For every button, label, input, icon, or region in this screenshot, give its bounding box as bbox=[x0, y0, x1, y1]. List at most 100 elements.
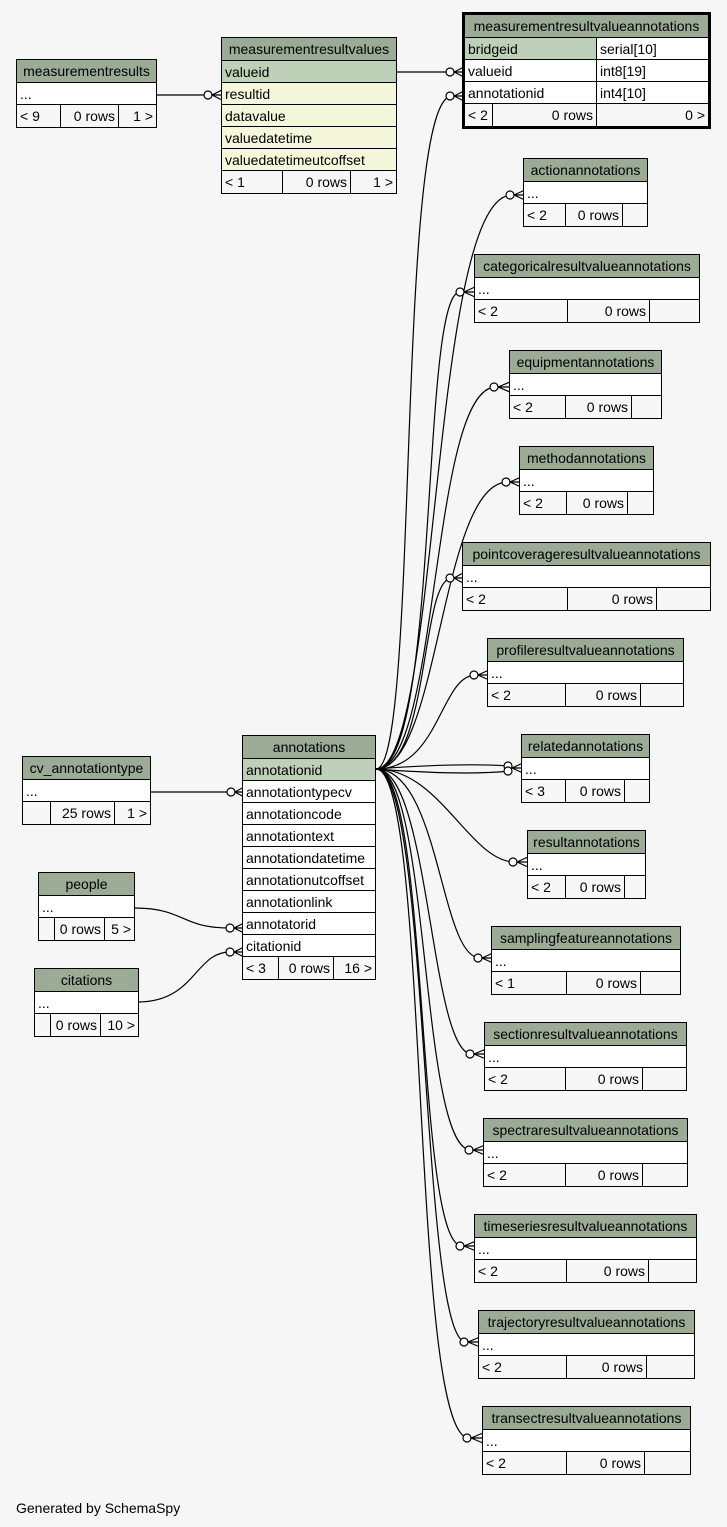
footer-parents bbox=[23, 802, 51, 824]
edge-end-markers bbox=[203, 67, 518, 1443]
column-row: valuedatetimeutcoffset bbox=[222, 149, 396, 171]
table-relatedannotations[interactable]: relatedannotations ... < 3 0 rows bbox=[521, 734, 650, 803]
table-methodannotations[interactable]: methodannotations ... < 2 0 rows bbox=[519, 446, 654, 515]
footer-rows: 0 rows bbox=[566, 1068, 643, 1090]
table-header[interactable]: spectraresultvalueannotations bbox=[484, 1119, 687, 1142]
table-header[interactable]: pointcoverageresultvalueannotations bbox=[463, 543, 710, 566]
table-footer: < 2 0 rows bbox=[520, 492, 653, 514]
table-trajectoryresultvalueannotations[interactable]: trajectoryresultvalueannotations ... < 2… bbox=[478, 1310, 695, 1379]
table-header[interactable]: methodannotations bbox=[520, 447, 653, 470]
column-row: ... bbox=[524, 182, 647, 204]
table-header[interactable]: transectresultvalueannotations bbox=[483, 1407, 690, 1430]
footer-children bbox=[641, 972, 680, 994]
column-row: annotationlink bbox=[243, 891, 375, 913]
footer-rows: 0 rows bbox=[493, 104, 597, 126]
column-row: ... bbox=[528, 854, 645, 876]
table-people[interactable]: people ... 0 rows 5 > bbox=[38, 872, 135, 941]
footer-rows: 0 rows bbox=[567, 1260, 649, 1282]
footer-rows: 0 rows bbox=[567, 972, 641, 994]
footer-parents: < 2 bbox=[520, 492, 567, 514]
table-header[interactable]: profileresultvalueannotations bbox=[488, 639, 683, 662]
column-row: valuedatetime bbox=[222, 127, 396, 149]
table-header[interactable]: annotations bbox=[243, 736, 375, 759]
table-measurementresultvalues[interactable]: measurementresultvalues valueid resultid… bbox=[221, 37, 397, 194]
column-row: ... bbox=[479, 1334, 694, 1356]
table-header[interactable]: timeseriesresultvalueannotations bbox=[475, 1215, 696, 1238]
table-measurementresultvalueannotations[interactable]: measurementresultvalueannotations bridge… bbox=[462, 12, 711, 129]
footer-parents: < 3 bbox=[243, 957, 279, 979]
column-row: ... bbox=[475, 1238, 696, 1260]
table-footer: < 2 0 rows bbox=[510, 396, 661, 418]
footer-rows: 0 rows bbox=[566, 684, 641, 706]
table-footer: < 2 0 rows bbox=[483, 1452, 690, 1474]
column-name: bridgeid bbox=[468, 41, 518, 57]
footer-children: 0 > bbox=[685, 107, 705, 123]
table-header[interactable]: sectionresultvalueannotations bbox=[485, 1023, 686, 1046]
table-footer: < 2 0 rows 0 > bbox=[465, 104, 708, 126]
footer-parents: < 2 bbox=[483, 1452, 567, 1474]
table-footer: < 2 0 rows bbox=[484, 1164, 687, 1186]
table-footer: < 1 0 rows 1 > bbox=[222, 171, 396, 193]
table-samplingfeatureannotations[interactable]: samplingfeatureannotations ... < 1 0 row… bbox=[491, 926, 681, 995]
column-row: annotatorid bbox=[243, 913, 375, 935]
footer-children bbox=[643, 1068, 686, 1090]
column-type: serial[10] bbox=[596, 38, 708, 59]
footer-children bbox=[623, 204, 647, 226]
edge-citations-citationid bbox=[137, 951, 231, 1003]
table-header[interactable]: equipmentannotations bbox=[510, 351, 661, 374]
footer-parents: < 2 bbox=[524, 204, 566, 226]
table-measurementresults[interactable]: measurementresults ... < 9 0 rows 1 > bbox=[16, 59, 157, 128]
column-row: annotationtext bbox=[243, 825, 375, 847]
column-row: ... bbox=[475, 278, 699, 300]
table-header[interactable]: relatedannotations bbox=[522, 735, 649, 758]
table-footer: < 2 0 rows bbox=[488, 684, 683, 706]
table-resultannotations[interactable]: resultannotations ... < 2 0 rows bbox=[527, 830, 646, 899]
table-footer: < 2 0 rows bbox=[475, 1260, 696, 1282]
column-row: valueid bbox=[222, 61, 396, 83]
table-timeseriesresultvalueannotations[interactable]: timeseriesresultvalueannotations ... < 2… bbox=[474, 1214, 697, 1283]
table-pointcoverageresultvalueannotations[interactable]: pointcoverageresultvalueannotations ... … bbox=[462, 542, 711, 611]
footer-children bbox=[647, 1356, 694, 1378]
footer-parents: < 2 bbox=[463, 588, 568, 610]
footer-rows: 0 rows bbox=[566, 1164, 643, 1186]
table-spectraresultvalueannotations[interactable]: spectraresultvalueannotations ... < 2 0 … bbox=[483, 1118, 688, 1187]
table-header[interactable]: measurementresults bbox=[17, 60, 156, 83]
footer-children bbox=[625, 876, 645, 898]
footer-rows: 0 rows bbox=[55, 918, 105, 940]
table-categoricalresultvalueannotations[interactable]: categoricalresultvalueannotations ... < … bbox=[474, 254, 700, 323]
table-header[interactable]: categoricalresultvalueannotations bbox=[475, 255, 699, 278]
footer-rows: 0 rows bbox=[567, 1452, 645, 1474]
table-header[interactable]: people bbox=[39, 873, 134, 896]
table-header[interactable]: samplingfeatureannotations bbox=[492, 927, 680, 950]
table-header[interactable]: trajectoryresultvalueannotations bbox=[479, 1311, 694, 1334]
footer-rows: 0 rows bbox=[566, 876, 625, 898]
table-header[interactable]: resultannotations bbox=[528, 831, 645, 854]
table-annotations[interactable]: annotations annotationid annotationtypec… bbox=[242, 735, 376, 980]
footer-rows: 0 rows bbox=[568, 300, 650, 322]
table-header[interactable]: measurementresultvalues bbox=[222, 38, 396, 61]
column-row: ... bbox=[484, 1142, 687, 1164]
footer-parents: < 3 bbox=[522, 780, 566, 802]
table-sectionresultvalueannotations[interactable]: sectionresultvalueannotations ... < 2 0 … bbox=[484, 1022, 687, 1091]
table-header[interactable]: measurementresultvalueannotations bbox=[465, 15, 708, 38]
table-actionannotations[interactable]: actionannotations ... < 2 0 rows bbox=[523, 158, 648, 227]
footer-parents bbox=[39, 918, 55, 940]
table-equipmentannotations[interactable]: equipmentannotations ... < 2 0 rows bbox=[509, 350, 662, 419]
edge-people-annotatorid bbox=[133, 907, 231, 929]
table-transectresultvalueannotations[interactable]: transectresultvalueannotations ... < 2 0… bbox=[482, 1406, 691, 1475]
column-row: ... bbox=[23, 780, 150, 802]
table-header[interactable]: actionannotations bbox=[524, 159, 647, 182]
column-row: annotationutcoffset bbox=[243, 869, 375, 891]
generated-by-label: Generated by SchemaSpy bbox=[16, 1500, 181, 1516]
table-header[interactable]: cv_annotationtype bbox=[23, 757, 150, 780]
footer-parents: < 2 bbox=[475, 1260, 567, 1282]
footer-children bbox=[625, 780, 649, 802]
table-profileresultvalueannotations[interactable]: profileresultvalueannotations ... < 2 0 … bbox=[487, 638, 684, 707]
table-header[interactable]: citations bbox=[35, 969, 138, 992]
table-cv_annotationtype[interactable]: cv_annotationtype ... 25 rows 1 > bbox=[22, 756, 151, 825]
footer-children bbox=[632, 396, 661, 418]
column-row: ... bbox=[522, 758, 649, 780]
table-footer: 0 rows 5 > bbox=[39, 918, 134, 940]
table-citations[interactable]: citations ... 0 rows 10 > bbox=[34, 968, 139, 1037]
column-row: ... bbox=[488, 662, 683, 684]
